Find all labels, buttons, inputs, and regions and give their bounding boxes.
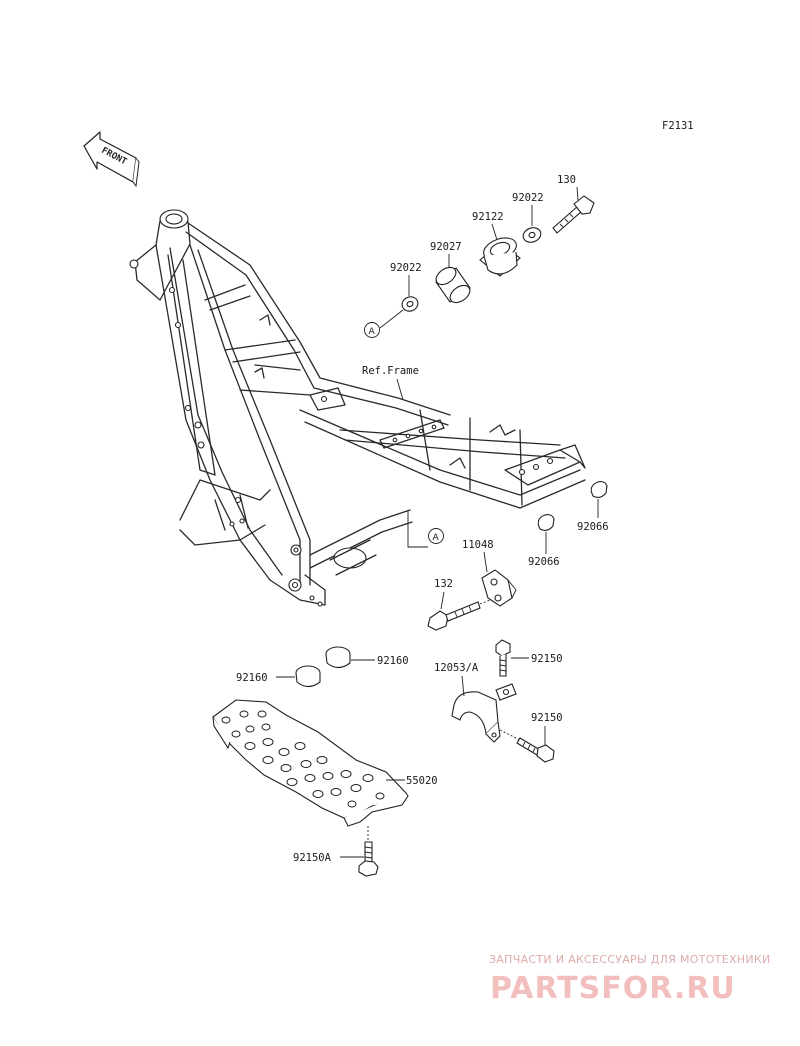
bolt-92150-top	[495, 639, 511, 677]
part-11048-label: 11048	[462, 539, 494, 551]
part-55020-label: 55020	[406, 775, 438, 787]
watermark-tagline: ЗАПЧАСТИ И АКСЕССУАРЫ ДЛЯ МОТОТЕХНИКИ	[489, 953, 771, 966]
ref-frame-label: Ref.Frame	[362, 365, 419, 377]
part-92066-right-label: 92066	[577, 521, 609, 533]
bolt-130	[552, 195, 595, 234]
watermark-logo: PARTSFOR.RU	[490, 971, 736, 1006]
collar-92122	[479, 237, 521, 277]
part-132-label: 132	[434, 578, 453, 590]
bolt-92150-mid	[499, 729, 555, 763]
part-12053a-label: 12053/A	[434, 662, 479, 674]
callout-a-upper: A	[364, 309, 404, 338]
part-92022-left-label: 92022	[390, 262, 422, 274]
bolt-132	[427, 599, 491, 631]
callout-a-lower: A	[407, 510, 444, 548]
part-130-label: 130	[557, 174, 576, 186]
washer-92022-top	[522, 227, 542, 243]
part-92160-right-label: 92160	[377, 655, 409, 667]
svg-text:A: A	[433, 533, 440, 543]
bracket-12053a	[451, 683, 517, 743]
bolt-92150a	[358, 826, 379, 877]
part-92150-mid-label: 92150	[531, 712, 563, 724]
motorcycle-frame	[129, 209, 586, 607]
front-arrow-icon: FRONT	[83, 131, 140, 188]
plug-92066-right	[590, 481, 608, 499]
washer-92022-left	[401, 296, 419, 312]
plug-92066-left	[537, 514, 555, 532]
pad-92160-right	[325, 646, 351, 669]
part-92160-left-label: 92160	[236, 672, 268, 684]
skid-plate-55020	[212, 699, 409, 827]
part-92150-top-label: 92150	[531, 653, 563, 665]
part-92150a-label: 92150A	[293, 852, 332, 864]
part-92122-label: 92122	[472, 211, 504, 223]
svg-text:A: A	[369, 327, 376, 337]
part-92022-top-label: 92022	[512, 192, 544, 204]
watermark: ЗАПЧАСТИ И АКСЕССУАРЫ ДЛЯ МОТОТЕХНИКИ PA…	[489, 953, 771, 1006]
sleeve-92027	[435, 266, 471, 304]
pad-92160-left	[295, 665, 321, 688]
part-92066-left-label: 92066	[528, 556, 560, 568]
figure-code: F2131	[662, 120, 694, 132]
bracket-11048	[481, 569, 517, 607]
part-92027-label: 92027	[430, 241, 462, 253]
